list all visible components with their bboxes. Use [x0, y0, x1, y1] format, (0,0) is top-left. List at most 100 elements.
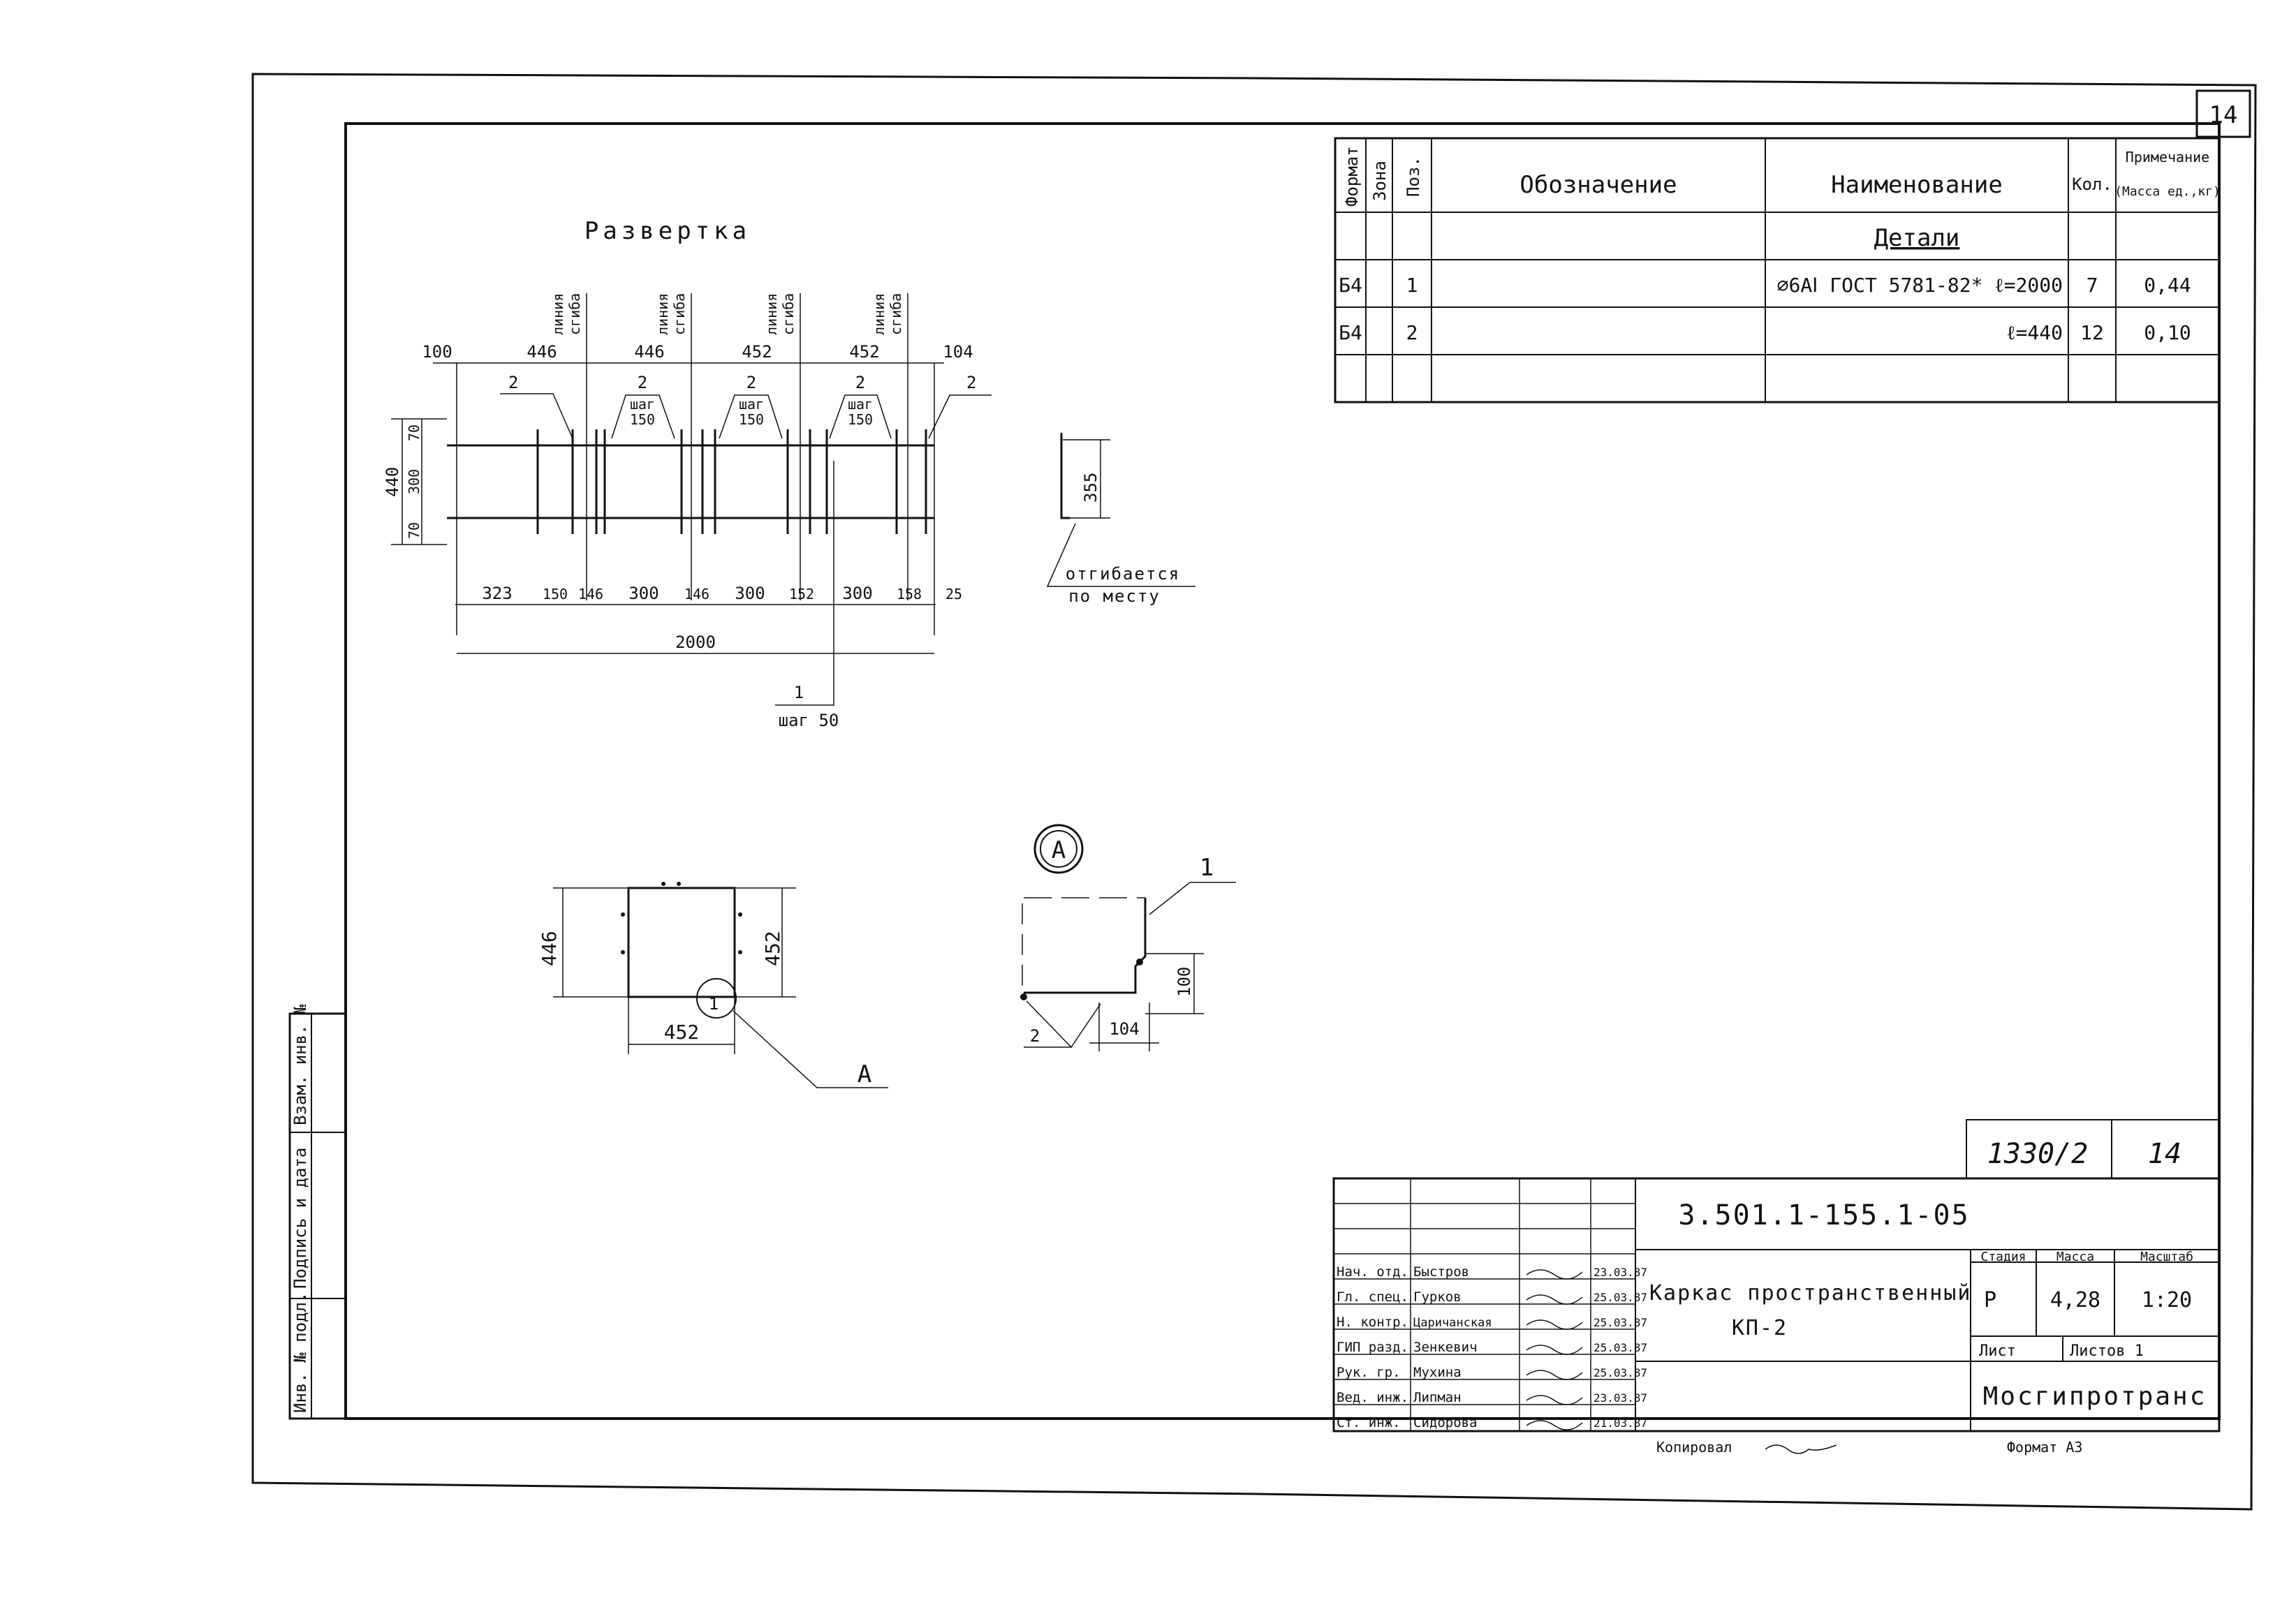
- bottom-dim-152: 152: [789, 586, 814, 602]
- section-callout: А: [858, 1060, 871, 1088]
- bar-detail-note-1: отгибается: [1066, 564, 1181, 584]
- bend-label-1b: сгиба: [566, 293, 583, 335]
- pos2-label-1: 2: [508, 373, 518, 392]
- bottom-dim-146b: 146: [684, 586, 709, 602]
- bend-label-2a: линия: [654, 293, 671, 335]
- sig-2-date: 25.03.87: [1594, 1291, 1647, 1304]
- title-line-2: КП-2: [1732, 1316, 1788, 1340]
- detail-a-pos2: 2: [1030, 1026, 1040, 1046]
- document-code: 3.501.1-155.1-05: [1678, 1199, 1969, 1231]
- spec-row-1-qty: 7: [2087, 274, 2098, 297]
- section-pos1: 1: [709, 994, 719, 1014]
- sheet-frames: 14: [251, 73, 2257, 1511]
- detail-a-label: А: [1052, 836, 1066, 864]
- scale-header: Масштаб: [2140, 1250, 2193, 1264]
- sig-5-date: 25.03.87: [1594, 1366, 1647, 1379]
- sig-7-role: Ст. инж.: [1337, 1415, 1401, 1430]
- spec-row-1-format: Б4: [1339, 274, 1362, 297]
- section-dim-bottom: 452: [664, 1021, 700, 1044]
- step-value-1: 150: [630, 411, 655, 428]
- step-label-3: шаг: [848, 396, 873, 413]
- bend-label-2b: сгиба: [671, 293, 688, 335]
- spec-row-2-pos: 2: [1406, 321, 1418, 344]
- top-dim-1: 100: [422, 342, 452, 362]
- bend-label-1a: линия: [550, 293, 566, 335]
- sig-4-date: 25.03.87: [1594, 1341, 1647, 1354]
- side-stamp-cell-3: Инв. № подл.: [290, 1292, 310, 1413]
- sig-1-name: Быстров: [1413, 1264, 1469, 1280]
- top-dim-6: 104: [943, 342, 973, 362]
- sheet-label: Лист: [1979, 1342, 2016, 1360]
- section-dim-right: 452: [761, 931, 784, 966]
- stage-header: Стадия: [1980, 1250, 2026, 1264]
- sig-4-name: Зенкевич: [1413, 1340, 1478, 1355]
- bar-detail-note-2: по месту: [1068, 586, 1161, 606]
- title-sheet-number: 14: [2148, 1138, 2181, 1170]
- top-dim-2: 446: [527, 342, 557, 362]
- pos2-label-2: 2: [638, 373, 647, 392]
- step-value-2: 150: [739, 411, 764, 428]
- stage-value: Р: [1984, 1288, 1996, 1312]
- development-drawing: Развертка линия сгиба линия сгиба линия …: [383, 217, 992, 730]
- pos2-label-3: 2: [746, 373, 756, 392]
- spec-row-2-name: ℓ=440: [2006, 321, 2063, 344]
- detail-a-pos1: 1: [1200, 854, 1214, 882]
- mass-value: 4,28: [2050, 1288, 2100, 1312]
- spec-header-format: Формат: [1342, 146, 1362, 207]
- development-title: Развертка: [584, 217, 751, 245]
- spec-header-pos: Поз.: [1404, 156, 1423, 197]
- step-label-1: шаг: [630, 396, 655, 413]
- bottom-dim-300c: 300: [842, 584, 872, 603]
- sig-6-role: Вед. инж.: [1337, 1390, 1408, 1405]
- sheets-label: Листов 1: [2070, 1342, 2144, 1360]
- pos2-label-4: 2: [855, 373, 865, 392]
- bend-label-4a: линия: [871, 293, 888, 335]
- bottom-dim-323: 323: [482, 584, 512, 603]
- sig-4-role: ГИП разд.: [1337, 1340, 1408, 1355]
- left-dim-70-top: 70: [406, 424, 422, 441]
- pos1-step: шаг 50: [779, 711, 839, 730]
- step-value-3: 150: [848, 411, 873, 428]
- bottom-dim-146a: 146: [578, 586, 603, 602]
- bottom-dim-150: 150: [543, 586, 568, 602]
- left-dim-300: 300: [406, 469, 422, 494]
- detail-a: А 1 100 104 2: [1020, 824, 1236, 1051]
- spec-table: Формат Зона Поз. Обозначение Наименовани…: [1334, 137, 2221, 404]
- spec-row-1-note: 0,44: [2144, 274, 2191, 297]
- sig-3-role: Н. контр.: [1337, 1315, 1408, 1330]
- sig-6-name: Липман: [1413, 1390, 1462, 1405]
- spec-header-designation: Обозначение: [1519, 171, 1677, 199]
- spec-header-note-2: (Масса ед.,кг): [2114, 184, 2221, 199]
- side-stamp: Взам. инв. № Подпись и дата Инв. № подл.: [288, 1004, 347, 1420]
- top-dim-3: 446: [634, 342, 664, 362]
- sig-1-role: Нач. отд.: [1337, 1264, 1408, 1280]
- sig-3-date: 25.03.87: [1594, 1316, 1647, 1329]
- footer: Копировал Формат А3: [1656, 1439, 2082, 1456]
- sig-1-date: 23.03.87: [1594, 1266, 1647, 1279]
- sig-7-date: 21.03.87: [1594, 1416, 1647, 1430]
- pos2-label-5: 2: [966, 373, 976, 392]
- spec-section-title: Детали: [1874, 224, 1960, 252]
- step-label-2: шаг: [739, 396, 764, 413]
- bend-label-3b: сгиба: [780, 293, 797, 335]
- sig-2-role: Гл. спец.: [1337, 1289, 1408, 1305]
- section-view: 446 452 452 1 А: [538, 882, 888, 1088]
- bottom-dim-158: 158: [897, 586, 922, 602]
- top-dim-5: 452: [849, 342, 879, 362]
- detail-a-dim-vertical: 100: [1175, 967, 1194, 997]
- sig-6-date: 23.03.87: [1594, 1391, 1647, 1405]
- spec-header-zone: Зона: [1370, 161, 1390, 201]
- total-length: 2000: [675, 632, 716, 652]
- sheet-corner-number: 14: [2209, 101, 2238, 129]
- left-dim-70-bottom: 70: [406, 522, 422, 539]
- footer-copied: Копировал: [1656, 1439, 1732, 1456]
- sig-5-role: Рук. гр.: [1337, 1365, 1401, 1380]
- left-dim-440: 440: [383, 467, 402, 497]
- bottom-dim-300a: 300: [628, 584, 658, 603]
- bar-detail: 355 отгибается по месту: [1046, 433, 1195, 606]
- bend-label-3a: линия: [763, 293, 780, 335]
- spec-row-1-name: ⌀6АⅠ ГОСТ 5781-82* ℓ=2000: [1777, 274, 2063, 297]
- sig-7-name: Сидорова: [1413, 1415, 1478, 1430]
- top-dim-4: 452: [742, 342, 772, 362]
